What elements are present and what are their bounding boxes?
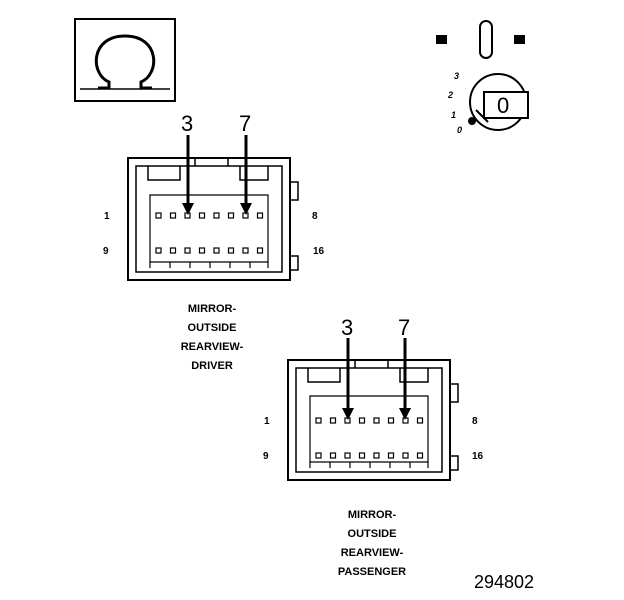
pin-cavity <box>344 452 351 459</box>
pin-cavity <box>169 212 177 219</box>
connector-passenger <box>287 338 459 481</box>
passenger-caption-line-2: OUTSIDE <box>347 528 397 540</box>
driver-caption-line-4: DRIVER <box>191 360 233 372</box>
passenger-row-label-8: 8 <box>472 416 478 427</box>
pin-cavity <box>227 247 235 254</box>
ignition-key-label: 0 <box>497 93 510 118</box>
driver-caption: MIRROR- OUTSIDE REARVIEW- DRIVER <box>152 300 272 376</box>
figure-number: 294802 <box>474 572 535 592</box>
pin-cavity <box>315 417 322 424</box>
pin-cavity <box>416 417 424 424</box>
ignition-switch-icon <box>436 20 529 131</box>
ohmmeter-symbol <box>74 18 176 102</box>
driver-row-label-9: 9 <box>103 246 109 257</box>
driver-row-label-8: 8 <box>312 211 318 222</box>
pin-cavity <box>387 452 395 459</box>
driver-row-label-16: 16 <box>313 246 325 257</box>
pin-cavity <box>329 452 337 459</box>
pin-cavity <box>373 417 380 424</box>
pin-cavity <box>358 452 366 459</box>
passenger-caption-line-4: PASSENGER <box>337 566 407 578</box>
pin-cavity <box>227 212 235 219</box>
pin-cavity <box>213 247 220 254</box>
driver-caption-line-2: OUTSIDE <box>187 322 237 334</box>
pin-cavity <box>329 417 337 424</box>
passenger-row-label-9: 9 <box>263 451 269 462</box>
ignition-pos-3: 3 <box>454 71 460 81</box>
connector-driver <box>127 135 299 281</box>
pin-cavity <box>402 452 409 459</box>
passenger-arrow-pin-7: 7 <box>398 315 411 340</box>
pin-cavity <box>198 212 206 219</box>
pin-cavity <box>213 212 220 219</box>
pin-cavity <box>373 452 380 459</box>
pin-cavity <box>256 212 264 219</box>
passenger-arrow-pin-3: 3 <box>341 315 354 340</box>
pin-cavity <box>358 417 366 424</box>
driver-row-label-1: 1 <box>104 211 110 222</box>
pin-cavity <box>387 417 395 424</box>
ignition-pos-0: 0 <box>457 125 463 135</box>
pin-cavity <box>198 247 206 254</box>
pin-cavity <box>256 247 264 254</box>
pin-cavity <box>155 247 162 254</box>
passenger-row-label-16: 16 <box>472 451 484 462</box>
driver-caption-line-1: MIRROR- <box>187 303 237 315</box>
passenger-row-label-1: 1 <box>264 416 270 427</box>
passenger-caption: MIRROR- OUTSIDE REARVIEW- PASSENGER <box>312 506 432 582</box>
driver-arrow-pin-3: 3 <box>181 111 194 136</box>
driver-caption-line-3: REARVIEW- <box>180 341 244 353</box>
pin-cavity <box>242 247 249 254</box>
driver-arrow-pin-7: 7 <box>239 111 252 136</box>
ignition-pos-2: 2 <box>448 90 454 100</box>
pin-cavity <box>416 452 424 459</box>
pin-cavity <box>169 247 177 254</box>
ignition-pos-1: 1 <box>451 110 457 120</box>
passenger-caption-line-3: REARVIEW- <box>340 547 404 559</box>
pin-cavity <box>155 212 162 219</box>
pin-cavity <box>315 452 322 459</box>
passenger-caption-line-1: MIRROR- <box>347 509 397 521</box>
pin-cavity <box>184 247 191 254</box>
